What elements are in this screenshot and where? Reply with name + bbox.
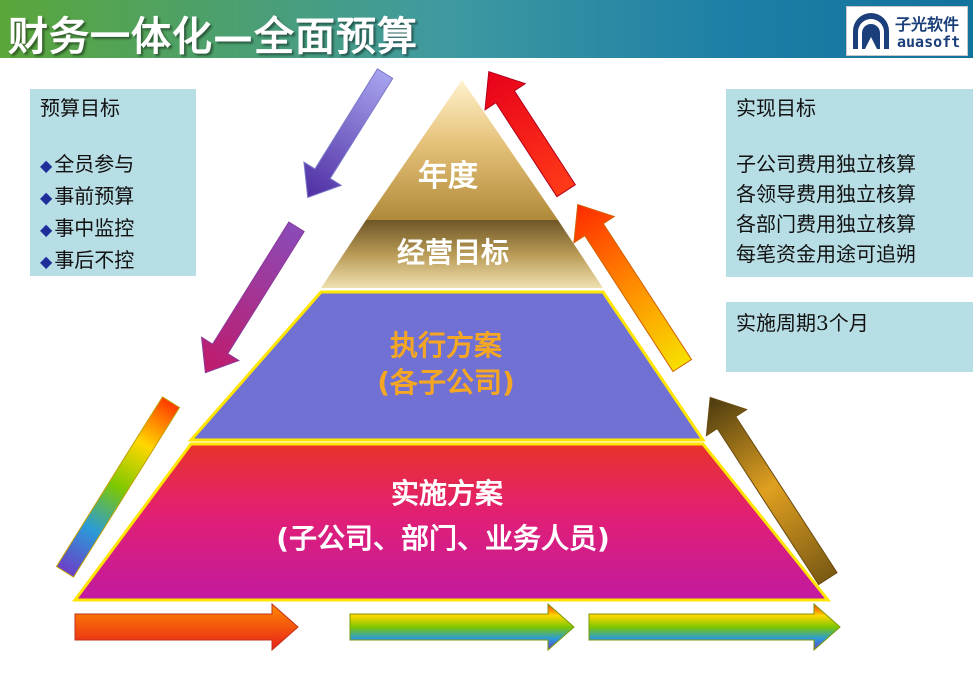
- company-logo: 子光软件 auasoft: [846, 6, 968, 56]
- arrow-right-upper-icon: [484, 70, 577, 198]
- budget-goals-panel: 预算目标 ◆全员参与 ◆事前预算 ◆事中监控 ◆事后不控: [30, 89, 196, 276]
- middle-tier-label-1: 执行方案: [390, 329, 503, 362]
- implementation-period-panel: 实施周期3个月: [726, 302, 973, 372]
- arrow-bottom-right-icon: [588, 602, 841, 652]
- logo-arch-icon: [851, 11, 891, 51]
- pyramid-bottom-tier: [72, 442, 832, 602]
- list-item: 各领导费用独立核算: [736, 182, 916, 206]
- list-item: 每笔资金用途可追朔: [736, 242, 916, 266]
- pyramid-top-tier: [321, 80, 603, 288]
- list-item: 子公司费用独立核算: [736, 152, 916, 176]
- page-title: 财务一体化—全面预算: [8, 14, 418, 60]
- diamond-bullet-icon: ◆: [40, 220, 53, 239]
- list-item: 各部门费用独立核算: [736, 212, 916, 236]
- arrow-right-lower-icon: [705, 396, 838, 586]
- bottom-tier-label-1: 实施方案: [391, 477, 504, 510]
- list-item: ◆事中监控: [40, 216, 135, 240]
- list-item: ◆全员参与: [40, 152, 135, 176]
- budget-goals-heading: 预算目标: [40, 96, 120, 120]
- top-tier-label-1: 年度: [418, 159, 478, 194]
- diamond-bullet-icon: ◆: [40, 188, 53, 207]
- achievement-goals-panel: 实现目标 子公司费用独立核算 各领导费用独立核算 各部门费用独立核算 每笔资金用…: [726, 89, 973, 277]
- title-bar: 财务一体化—全面预算 子光软件 auasoft: [0, 0, 973, 60]
- diamond-bullet-icon: ◆: [40, 252, 53, 271]
- achievement-goals-heading: 实现目标: [736, 96, 816, 120]
- arrow-right-middle-icon: [573, 203, 693, 373]
- bottom-tier-label-2: (子公司、部门、业务人员): [276, 522, 610, 555]
- arrow-bottom-left-icon: [74, 602, 299, 652]
- logo-name-cn: 子光软件: [895, 15, 960, 34]
- list-item: ◆事后不控: [40, 248, 135, 272]
- diamond-bullet-icon: ◆: [40, 156, 53, 175]
- logo-name-en: auasoft: [897, 33, 961, 51]
- arrow-left-middle-icon: [200, 221, 305, 374]
- implementation-period-text: 实施周期3个月: [736, 311, 869, 335]
- top-tier-label-2: 经营目标: [397, 236, 509, 269]
- arrow-left-upper-icon: [303, 68, 394, 199]
- arrow-left-lower-icon: [55, 396, 181, 578]
- middle-tier-label-2: (各子公司): [377, 366, 515, 399]
- pyramid-middle-tier: [187, 290, 706, 442]
- arrow-bottom-middle-icon: [349, 602, 575, 652]
- list-item: ◆事前预算: [40, 184, 135, 208]
